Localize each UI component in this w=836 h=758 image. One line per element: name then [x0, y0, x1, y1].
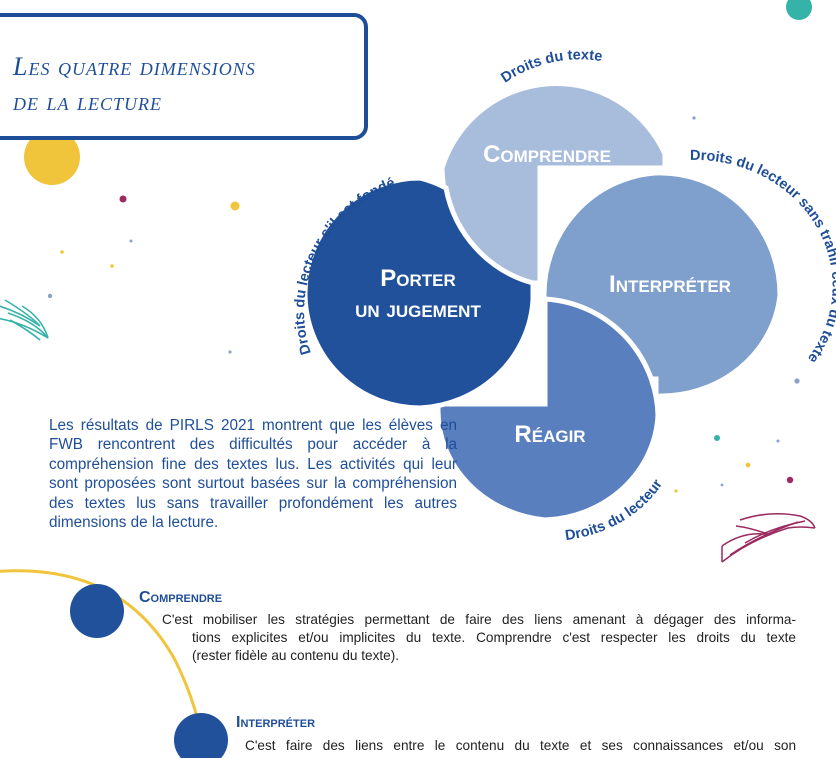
intro-paragraph: Les résultats de PIRLS 2021 montrent que…: [49, 417, 457, 532]
open-book-icon: [721, 513, 816, 563]
section-line: (rester fidèle au contenu du texte).: [192, 648, 400, 663]
confetti-dot: [674, 489, 678, 493]
yellow-dot: [24, 129, 80, 185]
label-comprendre: Comprendre: [483, 141, 611, 168]
confetti-dot: [110, 264, 114, 268]
rights-comprendre: Droits du texte: [498, 47, 603, 86]
confetti-dot: [720, 483, 724, 487]
confetti-dot: [47, 293, 53, 299]
confetti-dot: [786, 476, 794, 484]
section-line: tions explicites et/ou implicites du tex…: [192, 630, 796, 645]
label-interpreter: Interpréter: [609, 271, 731, 298]
confetti-dot: [794, 378, 800, 384]
section-title-comprendre: Comprendre: [139, 589, 223, 606]
section-title-interpreter: Interpréter: [236, 714, 316, 731]
teal-dot: [786, 0, 812, 20]
timeline-bullet: [174, 713, 228, 758]
section-body-interpreter: C'est faire des liens entre le contenu d…: [245, 737, 796, 755]
confetti-dot: [119, 195, 127, 203]
confetti-dot: [714, 435, 720, 441]
page-title-line-2: de la lecture: [13, 87, 163, 116]
timeline-bullet: [70, 584, 124, 638]
confetti-dot: [745, 462, 751, 468]
section-body-comprendre: C'est mobiliser les stratégies permettan…: [162, 611, 796, 665]
open-book-icon: [0, 299, 49, 341]
label-un-jugement: un jugement: [355, 296, 481, 323]
label-porter: Porter: [380, 265, 456, 292]
section-line: C'est faire des liens entre le contenu d…: [245, 738, 796, 753]
confetti-dot: [692, 116, 696, 120]
page-title-line-1: Les quatre dimensions: [13, 52, 256, 81]
confetti-dot: [60, 250, 64, 254]
title-box: Les quatre dimensions de la lecture: [0, 13, 368, 140]
petal-reagir: [435, 296, 661, 523]
section-line: C'est mobiliser les stratégies permettan…: [162, 612, 796, 627]
confetti-dot: [230, 201, 240, 211]
label-reagir: Réagir: [514, 421, 585, 448]
confetti-dot: [228, 350, 232, 354]
confetti-dot: [129, 239, 133, 243]
confetti-dot: [776, 439, 780, 443]
svg-text:Droits du texte: Droits du texte: [498, 47, 603, 86]
petal-porter-un-jugement: [302, 175, 536, 411]
